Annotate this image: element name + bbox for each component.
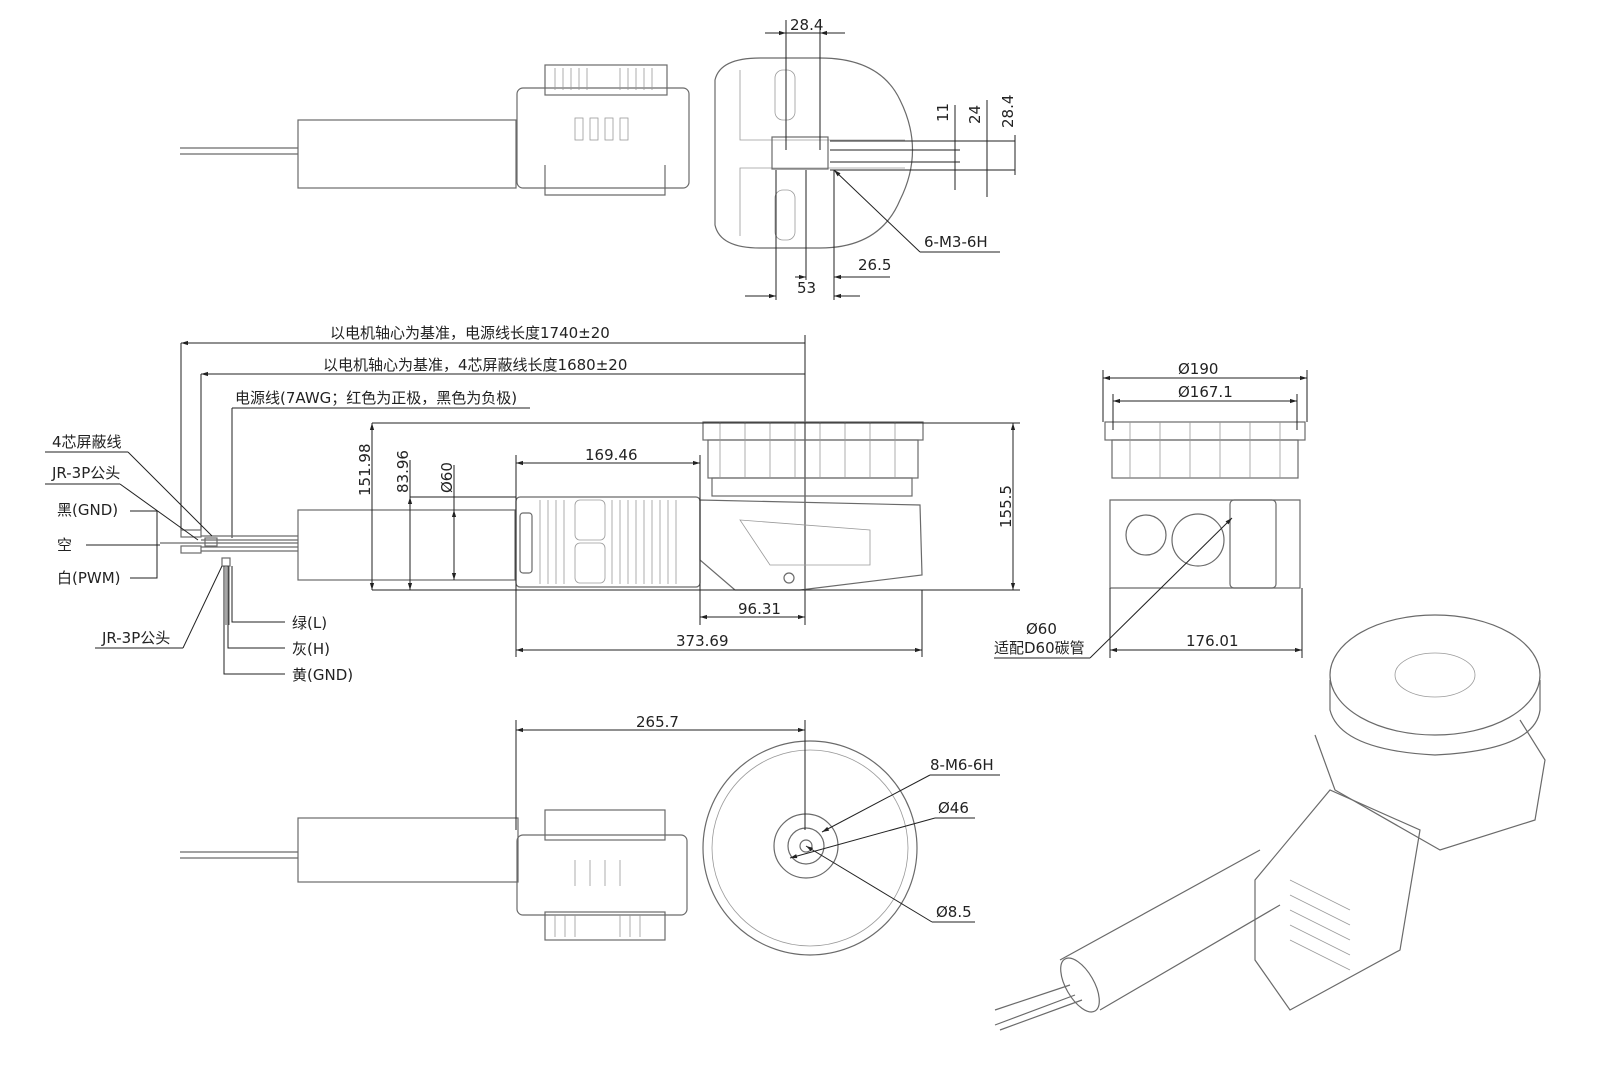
tube-note: 适配D60碳管 [994,639,1085,657]
label-wire-black: 黑(GND) [57,501,118,519]
controller-box [516,64,690,196]
side-view: Ø190 Ø167.1 176.01 Ø60 适配D60碳管 [994,360,1308,659]
label-jr3p-bottom: JR-3P公头 [101,629,170,647]
label-wire-yellow: 黄(GND) [292,666,353,684]
dim-11: 11 [934,103,952,122]
power-cable-length: 以电机轴心为基准，电源线长度1740±20 [330,324,610,342]
cables [160,529,298,625]
tube-phi-60: Ø60 [1026,620,1057,638]
shield-cable-length: 以电机轴心为基准，4芯屏蔽线长度1680±20 [323,356,627,374]
power-cable-note: 电源线(7AWG；红色为正极，黑色为负极) [235,389,517,407]
dim-28-4-right: 28.4 [999,95,1017,128]
label-wire-empty: 空 [57,536,72,554]
dim-phi-190: Ø190 [1178,360,1218,378]
dim-phi-167-1: Ø167.1 [1178,383,1233,401]
output-disc [702,740,918,956]
dim-phi-46: Ø46 [938,799,969,817]
dim-24: 24 [966,105,984,124]
dim-151-98: 151.98 [356,444,374,497]
dim-373-69: 373.69 [676,632,729,650]
dim-53: 53 [797,279,816,297]
isometric-view [994,614,1546,1031]
label-shield-cable: 4芯屏蔽线 [52,433,122,451]
thread-label-6-m3: 6-M3-6H [924,233,988,251]
carbon-tube [297,509,516,581]
dim-83-96: 83.96 [394,450,412,493]
controller-box [1254,789,1421,1011]
dim-265-7: 265.7 [636,713,679,731]
label-wire-green: 绿(L) [292,614,327,632]
bottom-view: 265.7 8-M6-6H Ø46 Ø8.5 [180,713,1000,956]
carbon-tube [297,817,519,883]
mount-plate [771,136,829,170]
motor-body [699,421,924,591]
controller-box [515,496,701,588]
front-view: 以电机轴心为基准，电源线长度1740±20 以电机轴心为基准，4芯屏蔽线长度16… [45,324,1020,684]
dim-phi-60: Ø60 [438,462,456,493]
label-wire-white: 白(PWM) [57,569,121,587]
label-wire-gray: 灰(H) [292,640,330,658]
controller-box [516,809,688,941]
top-view: 28.4 11 24 28.4 6-M3-6H 26.5 53 [180,16,1017,300]
dim-96-31: 96.31 [738,600,781,618]
dim-155-5: 155.5 [997,485,1015,528]
dim-top-28-4: 28.4 [790,16,823,34]
motor-head [714,57,913,249]
thread-label-8-m6: 8-M6-6H [930,756,994,774]
carbon-tube [297,119,517,189]
dim-169-46: 169.46 [585,446,638,464]
dim-176-01: 176.01 [1186,632,1239,650]
dim-26-5: 26.5 [858,256,891,274]
dim-phi-8-5: Ø8.5 [936,903,972,921]
label-jr3p-top: JR-3P公头 [51,464,120,482]
